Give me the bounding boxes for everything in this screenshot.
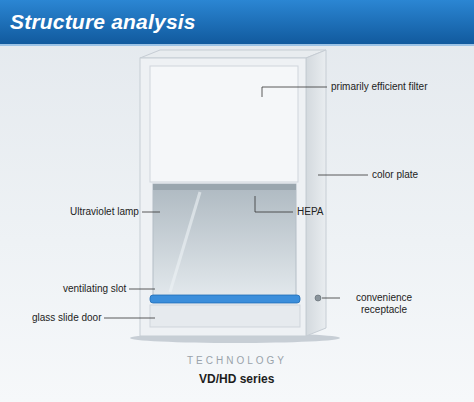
- door-handle: [150, 295, 300, 303]
- leader-line: [322, 298, 340, 299]
- part-label: ventilating slot: [63, 283, 126, 295]
- leader-line: [129, 289, 155, 290]
- receptacle-socket: [315, 295, 321, 301]
- front-frame: [140, 58, 306, 336]
- leader-line: [318, 175, 368, 176]
- header-rule: [0, 44, 474, 46]
- cabinet-base: [150, 305, 300, 327]
- leader-line: [255, 196, 293, 212]
- part-label: glass slide door: [32, 312, 101, 324]
- uv-lamp: [153, 184, 296, 190]
- watermark: TECHNOLOGY: [187, 355, 287, 367]
- leader-line: [142, 212, 160, 213]
- filter-panel: [150, 66, 298, 182]
- page-title: Structure analysis: [10, 10, 196, 34]
- header-bar: [0, 0, 474, 44]
- part-label: HEPA: [297, 206, 324, 218]
- side-panel: [306, 50, 326, 336]
- leader-line: [262, 87, 327, 97]
- glass-reflection: [170, 192, 200, 292]
- series-caption: VD/HD series: [199, 372, 274, 386]
- glass-window: [153, 184, 296, 296]
- part-label: primarily efficient filter: [331, 81, 428, 93]
- part-label: color plate: [372, 169, 418, 181]
- leader-line: [104, 318, 155, 319]
- top-face: [140, 50, 326, 58]
- part-label: Ultraviolet lamp: [70, 206, 139, 218]
- part-label: convenience receptacle: [342, 292, 426, 316]
